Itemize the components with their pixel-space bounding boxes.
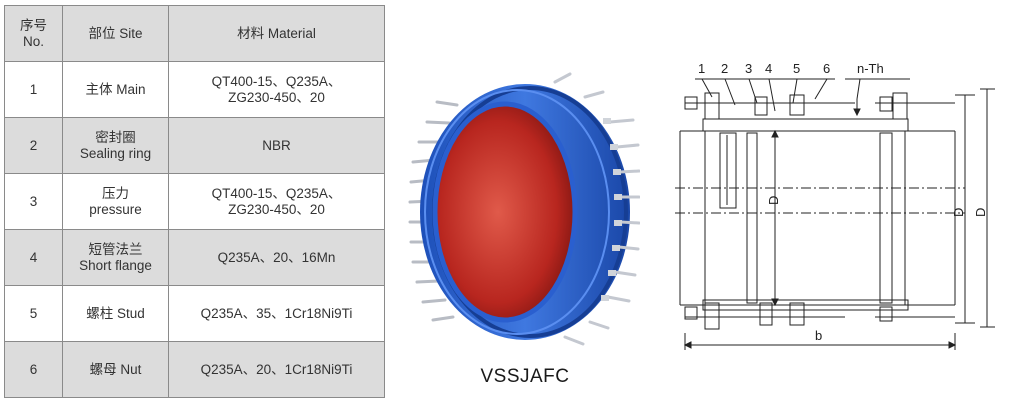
- header-number: 序号 No.: [4, 5, 63, 62]
- coupling-product-image: [408, 72, 640, 346]
- row-number: 5: [4, 285, 63, 342]
- materials-table: 序号 No. 部位 Site 材料 Material 1 主体 Main QT4…: [4, 5, 385, 398]
- table-row: 6 螺母 Nut Q235A、20、1Cr18Ni9Ti: [4, 341, 385, 398]
- table-row: 3 压力 pressure QT400-15、Q235A、 ZG230-450、…: [4, 173, 385, 230]
- part-number-2: 2: [721, 61, 728, 76]
- header-site: 部位 Site: [62, 5, 169, 62]
- row-number: 6: [4, 341, 63, 398]
- row-material: QT400-15、Q235A、 ZG230-450、20: [168, 61, 385, 118]
- bolt-group: [408, 100, 459, 322]
- row-site: 螺母 Nut: [62, 341, 169, 398]
- dimension-outer-d2: D: [973, 208, 988, 217]
- product-model-label: VSSJAFC: [480, 366, 570, 387]
- technical-drawing: 1 2 3 4 5 6 n-Th D D D b: [675, 61, 995, 350]
- part-number-5: 5: [793, 61, 800, 76]
- table-row: 4 短管法兰 Short flange Q235A、20、16Mn: [4, 229, 385, 286]
- row-number: 1: [4, 61, 63, 118]
- row-number: 3: [4, 173, 63, 230]
- row-site: 短管法兰 Short flange: [62, 229, 169, 286]
- dimension-inner-d: D: [766, 196, 781, 205]
- row-material: Q235A、20、16Mn: [168, 229, 385, 286]
- table-row: 2 密封圈 Sealing ring NBR: [4, 117, 385, 174]
- row-site: 压力 pressure: [62, 173, 169, 230]
- dimension-length-b: b: [815, 328, 822, 343]
- row-site: 螺柱 Stud: [62, 285, 169, 342]
- row-number: 4: [4, 229, 63, 286]
- thread-label: n-Th: [857, 61, 884, 76]
- part-number-4: 4: [765, 61, 772, 76]
- row-material: Q235A、20、1Cr18Ni9Ti: [168, 341, 385, 398]
- part-number-6: 6: [823, 61, 830, 76]
- coupling-interior: [435, 104, 575, 320]
- table-row: 1 主体 Main QT400-15、Q235A、 ZG230-450、20: [4, 61, 385, 118]
- dimension-outer-d1: D: [951, 208, 966, 217]
- row-material: QT400-15、Q235A、 ZG230-450、20: [168, 173, 385, 230]
- table-header-row: 序号 No. 部位 Site 材料 Material: [4, 5, 385, 62]
- part-number-1: 1: [698, 61, 705, 76]
- part-number-3: 3: [745, 61, 752, 76]
- table-row: 5 螺柱 Stud Q235A、35、1Cr18Ni9Ti: [4, 285, 385, 342]
- row-material: NBR: [168, 117, 385, 174]
- row-site: 主体 Main: [62, 61, 169, 118]
- row-number: 2: [4, 117, 63, 174]
- row-material: Q235A、35、1Cr18Ni9Ti: [168, 285, 385, 342]
- row-site: 密封圈 Sealing ring: [62, 117, 169, 174]
- header-material: 材料 Material: [168, 5, 385, 62]
